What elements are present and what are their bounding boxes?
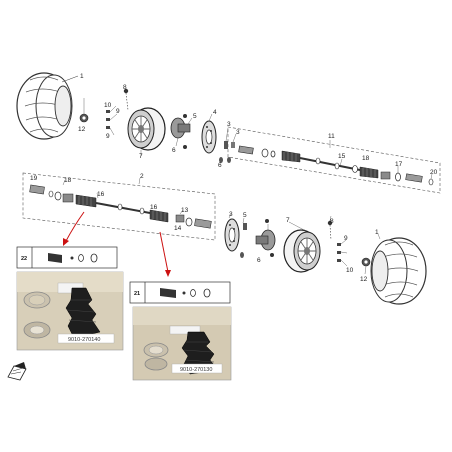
wheel-rim-upper <box>127 107 166 151</box>
callout-10-lower: 10 <box>346 267 354 274</box>
callout-20: 20 <box>430 169 438 176</box>
halfshaft-box-front <box>22 172 216 241</box>
kit-21-label: 21 <box>134 291 140 297</box>
lug-nut-left <box>79 113 89 123</box>
callout-9-upper-b: 9 <box>106 133 110 140</box>
kit-21-parts <box>160 288 211 298</box>
red-arrows <box>65 211 169 273</box>
callout-16-lower: 16 <box>97 191 105 198</box>
front-direction-arrow-icon <box>7 362 27 381</box>
callout-6-upper-small: 6 <box>218 162 222 169</box>
upper-assembly <box>16 72 441 194</box>
callout-8-lower: 8 <box>330 218 334 225</box>
callout-3-upper-a: 3 <box>227 121 231 128</box>
callout-3-lower: 3 <box>229 211 233 218</box>
callout-1-left: 1 <box>80 73 84 80</box>
hub-upper <box>170 114 191 149</box>
callout-18-upper: 18 <box>362 155 370 162</box>
halfshaft-front <box>29 184 212 229</box>
callout-1-right: 1 <box>375 229 379 236</box>
callout-17: 17 <box>395 161 403 168</box>
brake-disc-upper <box>201 120 217 154</box>
kit-inset-22 <box>16 246 118 269</box>
callout-13: 13 <box>181 207 189 214</box>
callout-15: 15 <box>338 153 346 160</box>
callout-5-lower: 5 <box>243 212 247 219</box>
callout-12-left: 12 <box>78 126 86 133</box>
kit-22-label: 22 <box>21 256 27 262</box>
callout-18-lower: 18 <box>64 177 72 184</box>
callout-12-lower: 12 <box>360 276 368 283</box>
callout-19: 19 <box>30 175 38 182</box>
kit-22-part-number: 9010-270140 <box>68 337 100 343</box>
callout-4: 4 <box>213 109 217 116</box>
kit-21-part-number: 9010-270130 <box>180 367 212 373</box>
callout-8-upper: 8 <box>123 84 127 91</box>
halfshaft-box-rear <box>227 126 441 194</box>
callout-16-lower-b: 16 <box>150 204 158 211</box>
callout-11: 11 <box>328 133 335 140</box>
callout-6-lower: 6 <box>257 257 261 264</box>
arrow-head-left <box>63 238 69 246</box>
small-parts-upper <box>219 141 235 163</box>
wheel-rim-lower <box>283 229 321 273</box>
bolts-upper-left <box>106 88 129 129</box>
callout-2: 2 <box>140 173 144 180</box>
callout-9-lower-a: 9 <box>344 235 348 242</box>
lug-nut-right <box>361 257 371 267</box>
callout-6-upper: 6 <box>172 147 176 154</box>
brake-disc-lower <box>224 218 247 258</box>
callout-5: 5 <box>193 113 197 120</box>
tire-left <box>16 72 73 140</box>
callout-7-lower: 7 <box>286 217 290 224</box>
callout-14: 14 <box>174 225 182 232</box>
callout-3-upper-b: 3 <box>236 129 240 136</box>
photo-kit-22: 9010-270140 <box>16 271 124 351</box>
arrow-head-right <box>165 270 171 277</box>
hub-lower <box>255 219 276 257</box>
tire-right <box>370 237 427 305</box>
callout-7-upper: 7 <box>139 153 143 160</box>
lower-assembly <box>22 172 427 305</box>
halfshaft-rear <box>238 145 434 186</box>
callout-10-upper: 10 <box>104 102 112 109</box>
callout-9-upper-a: 9 <box>116 108 120 115</box>
kit-inset-21 <box>129 281 231 304</box>
bolts-lower-right <box>327 220 341 262</box>
photo-kit-21: 9010-270130 <box>132 306 232 381</box>
kit-22-parts <box>48 253 98 263</box>
